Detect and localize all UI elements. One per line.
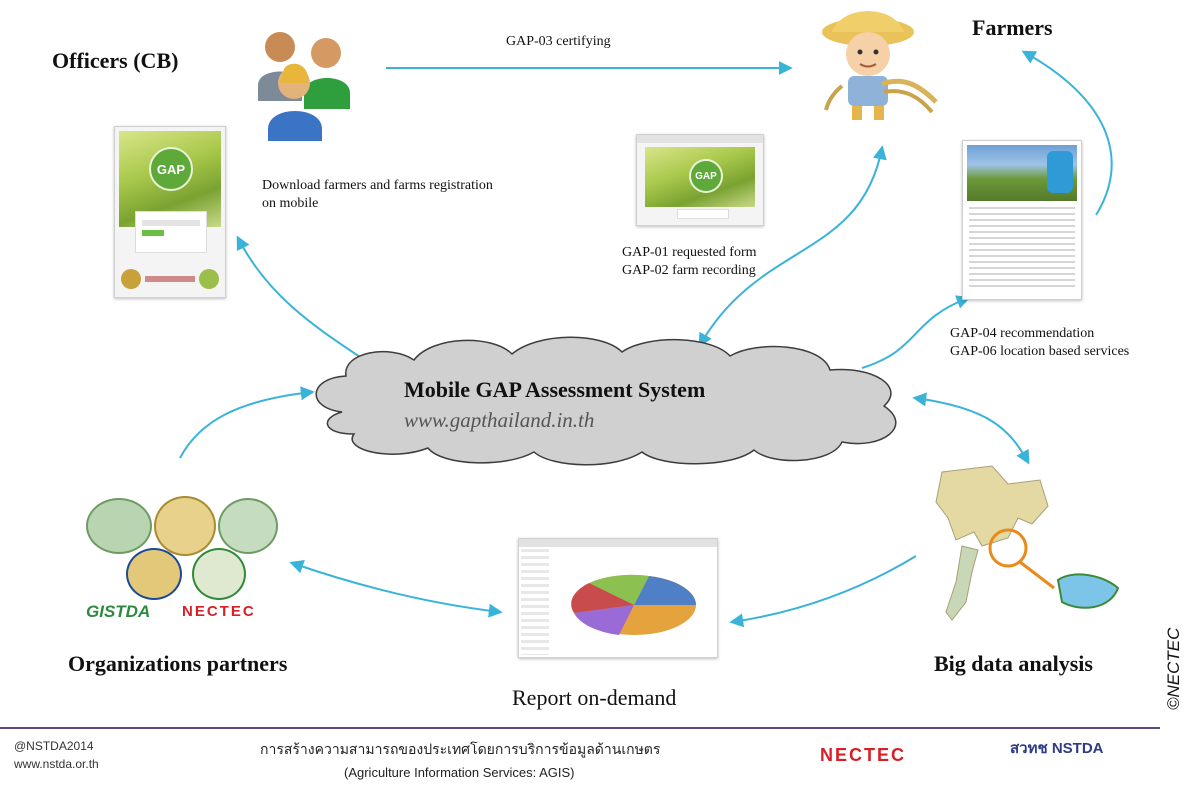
web-form-screenshot: GAP [636,134,764,226]
footer-copyright: @NSTDA2014 [14,739,94,753]
gap-logo: GAP [149,147,193,191]
recommendation-caption: GAP-04 recommendation GAP-06 location ba… [950,325,1190,361]
nectec-logo: NECTEC [182,603,256,620]
officers-people-icon [258,32,350,141]
arrow-mobile-cloud [236,235,375,367]
big-data-label: Big data analysis [934,651,1093,676]
arrow-cloud-brochure [861,295,971,369]
requested-caption-line2: GAP-02 farm recording [622,263,756,278]
login-panel [135,211,207,253]
footer-divider [0,727,1160,729]
arrow-partners-report [289,560,503,618]
partner-seal-icon [218,498,278,554]
download-caption: Download farmers and farms registration … [262,177,582,213]
mobile-app-screenshot: GAP [114,126,226,298]
partner-seal-icon [154,496,216,556]
report-screenshot [518,538,718,658]
footer-english-title: (Agriculture Information Services: AGIS) [344,765,575,780]
certifying-caption: GAP-03 certifying [506,34,611,49]
brochure-text-lines [969,207,1075,291]
partner-logos: GISTDA NECTEC [80,486,290,626]
gistda-logo: GISTDA [86,602,151,621]
arrow-bigdata-report [729,555,917,628]
requested-caption: GAP-01 requested form GAP-02 farm record… [622,244,842,280]
partner-seal-icon [126,548,182,600]
partners-label: Organizations partners [68,651,288,676]
footer-website[interactable]: www.nstda.or.th [14,757,99,771]
report-sidebar [521,549,549,655]
gap-logo: GAP [689,159,723,193]
arrow-farmers-cloud [698,145,887,348]
pie-chart-icon [571,574,696,635]
download-caption-line1: Download farmers and farms registration [262,178,493,193]
download-caption-line2: on mobile [262,196,319,211]
system-cloud [315,336,897,466]
recommendation-caption-line1: GAP-04 recommendation [950,326,1095,341]
footer-credits: @NSTDA2014 www.nstda.or.th [14,737,99,773]
arrow-brochure-farmers [1021,50,1113,216]
footer-nectec-logo: NECTEC [820,745,907,765]
watermark: ©NECTEC [1164,627,1183,710]
seal-icon [121,269,141,289]
footer-nstda-logo: สวทช NSTDA [1010,740,1104,757]
farmer-icon [822,11,938,120]
arrow-partners-cloud [179,386,315,459]
mascot-panel [1047,151,1073,193]
partner-seal-icon [86,498,152,554]
form-panel [677,209,729,219]
partner-logos-strip [145,276,195,282]
arrow-cloud-bigdata [912,392,1030,465]
farmers-label: Farmers [972,15,1053,40]
system-title: Mobile GAP Assessment System [404,377,706,402]
recommendation-brochure [962,140,1082,300]
system-url: www.gapthailand.in.th [404,408,595,432]
partner-seal-icon [192,548,246,600]
footer-thai-title: การสร้างความสามารถของประเทศโดยการบริการข… [260,741,661,757]
thailand-map-icon [935,465,1120,621]
officers-label: Officers (CB) [52,48,179,73]
requested-caption-line1: GAP-01 requested form [622,245,757,260]
recommendation-caption-line2: GAP-06 location based services [950,344,1130,359]
report-label: Report on-demand [512,685,677,710]
seal-icon [199,269,219,289]
